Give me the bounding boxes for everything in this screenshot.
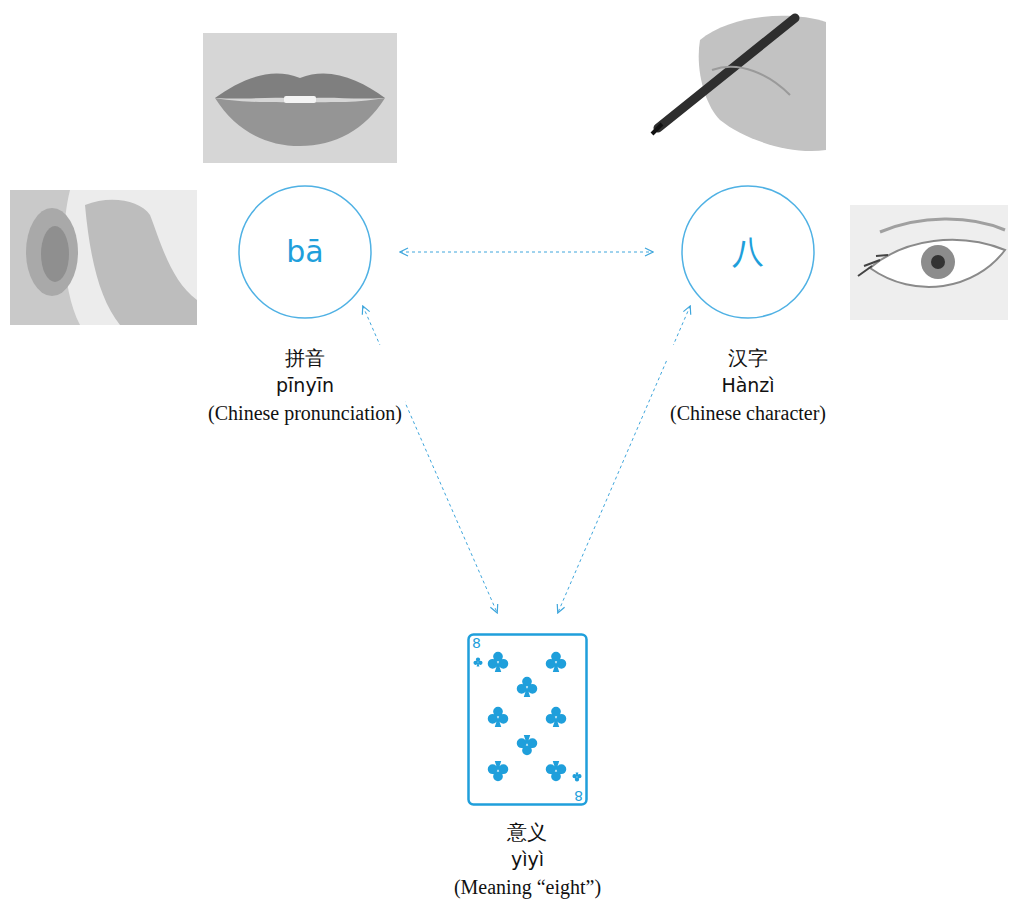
photo-ground	[10, 190, 197, 325]
node-caption: 意义yìyì(Meaning “eight”)	[451, 819, 604, 901]
eyelashes	[858, 255, 888, 276]
hand	[85, 200, 197, 325]
pupil	[931, 255, 945, 269]
photo-ground	[850, 205, 1008, 320]
club-pip	[546, 652, 567, 672]
club-pip	[572, 773, 581, 782]
playing-card: 88意义yìyì(Meaning “eight”)	[467, 633, 588, 806]
term-chinese: 汉字	[667, 345, 829, 372]
iris	[921, 245, 955, 279]
lower-lip	[215, 98, 385, 146]
term-pinyin: yìyì	[451, 846, 604, 873]
eyelid	[880, 219, 1005, 232]
writing-hand-picture	[652, 16, 826, 151]
pinyin-circle: bā拼音pīnyīn(Chinese pronunciation)	[238, 185, 372, 319]
card-outline	[467, 633, 588, 806]
club-pip	[517, 735, 538, 755]
ear-inner	[41, 226, 69, 282]
club-pip	[488, 761, 509, 781]
pen-tip	[652, 124, 662, 134]
term-english: (Chinese pronunciation)	[205, 399, 405, 427]
term-english: (Meaning “eight”)	[451, 873, 604, 901]
club-pip	[473, 657, 482, 666]
term-english: (Chinese character)	[667, 399, 829, 427]
circle-outline	[239, 186, 371, 318]
ear	[26, 208, 78, 296]
character-circle: 八汉字Hànzì(Chinese character)	[681, 185, 815, 319]
club-pip	[488, 652, 509, 672]
circle-outline	[682, 186, 814, 318]
term-pinyin: Hànzì	[667, 372, 829, 399]
photo-ground	[203, 33, 397, 163]
card-outline	[469, 635, 587, 805]
term-chinese: 意义	[451, 819, 604, 846]
club-pip	[546, 707, 567, 727]
club-pip	[546, 761, 567, 781]
term-chinese: 拼音	[205, 345, 405, 372]
pinyin-syllable: bā	[286, 234, 323, 270]
club-pip	[517, 677, 538, 697]
teeth	[284, 96, 316, 103]
upper-lip	[215, 74, 385, 99]
node-caption: 拼音pīnyīn(Chinese pronunciation)	[205, 345, 405, 427]
node-caption: 汉字Hànzì(Chinese character)	[667, 345, 829, 427]
ear-picture	[10, 190, 197, 325]
card-index: 8	[472, 635, 481, 652]
lips-picture	[203, 33, 397, 163]
chinese-character: 八	[732, 233, 764, 271]
card-index: 8	[574, 787, 583, 804]
eye-picture	[850, 205, 1008, 320]
term-pinyin: pīnyīn	[205, 372, 405, 399]
finger-line	[712, 67, 790, 95]
pen	[658, 18, 795, 128]
face	[10, 190, 80, 325]
club-pip	[488, 707, 509, 727]
eye	[870, 240, 1005, 287]
dashed-connector	[400, 252, 653, 253]
